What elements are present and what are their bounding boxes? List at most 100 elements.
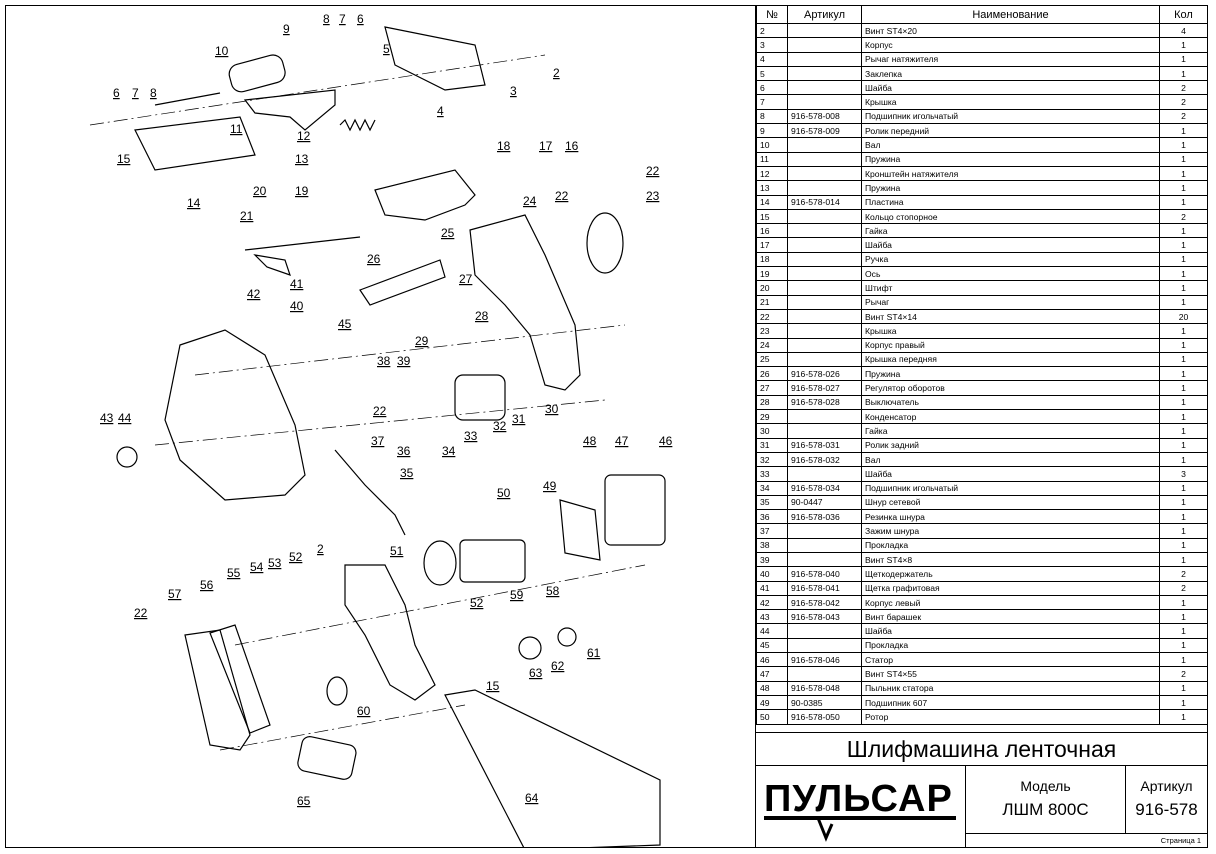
row-name: Винт ST4×8 — [861, 551, 1160, 568]
row-quantity: 1 — [1159, 380, 1208, 396]
callout-48: 48 — [583, 434, 597, 448]
callout-47: 47 — [615, 434, 629, 448]
row-number: 33 — [756, 466, 788, 482]
row-quantity: 4 — [1159, 22, 1208, 39]
row-number: 16 — [756, 223, 788, 239]
row-article — [787, 22, 862, 39]
row-article — [787, 151, 862, 167]
row-name: Ролик передний — [861, 123, 1160, 139]
article-label: Артикул — [1140, 778, 1193, 794]
part-housing-top — [384, 26, 486, 91]
row-number: 29 — [756, 409, 788, 425]
callout-24: 24 — [523, 194, 537, 208]
model-box: Модель ЛШМ 800С — [966, 766, 1126, 834]
row-article — [787, 323, 862, 339]
row-name: Крышка — [861, 323, 1160, 339]
part-bearing-62 — [518, 636, 542, 660]
row-article — [787, 337, 862, 353]
callout-22: 22 — [134, 606, 148, 620]
row-article — [787, 223, 862, 239]
callout-35: 35 — [400, 466, 414, 480]
callout-61: 61 — [587, 646, 601, 660]
part-axle — [244, 236, 361, 251]
row-quantity: 1 — [1159, 337, 1208, 353]
row-number: 9 — [756, 123, 788, 139]
row-number: 28 — [756, 394, 788, 411]
row-name: Подшипник игольчатый — [861, 480, 1160, 496]
row-name: Крышка — [861, 94, 1160, 110]
column-quantity: Кол — [1159, 5, 1208, 24]
article-value: 916-578 — [1135, 800, 1198, 819]
row-article — [787, 623, 862, 639]
parts-table-header: № Артикул Наименование Кол — [756, 5, 1208, 24]
row-name: Винт ST4×14 — [861, 308, 1160, 325]
column-number: № — [756, 5, 788, 24]
row-number: 47 — [756, 666, 788, 682]
row-article — [787, 551, 862, 568]
row-name: Конденсатор — [861, 409, 1160, 425]
row-number: 11 — [756, 151, 788, 167]
part-pulley — [326, 676, 348, 706]
callout-10: 10 — [215, 44, 229, 58]
row-article — [787, 80, 862, 96]
row-article: 916-578-014 — [787, 194, 862, 210]
part-rotor-body — [459, 539, 526, 583]
callout-21: 21 — [240, 209, 254, 223]
row-name: Корпус левый — [861, 594, 1160, 611]
row-name: Вал — [861, 137, 1160, 153]
row-article — [787, 237, 862, 253]
row-number: 31 — [756, 437, 788, 453]
row-article: 916-578-031 — [787, 437, 862, 453]
row-article: 916-578-032 — [787, 451, 862, 468]
row-quantity: 2 — [1159, 80, 1208, 96]
row-quantity: 1 — [1159, 180, 1208, 196]
row-article — [787, 637, 862, 654]
row-article: 916-578-041 — [787, 580, 862, 596]
part-dust-tube — [297, 736, 357, 780]
row-quantity: 1 — [1159, 609, 1208, 625]
callout-23: 23 — [646, 189, 660, 203]
callout-8: 8 — [323, 12, 330, 26]
callout-29: 29 — [415, 334, 429, 348]
row-number: 39 — [756, 551, 788, 568]
row-name: Штифт — [861, 280, 1160, 296]
row-quantity: 1 — [1159, 294, 1208, 310]
row-number: 26 — [756, 366, 788, 382]
row-number: 35 — [756, 494, 788, 511]
row-name: Регулятор оборотов — [861, 380, 1160, 396]
row-quantity: 1 — [1159, 151, 1208, 167]
row-name: Рычаг — [861, 294, 1160, 310]
row-number: 24 — [756, 337, 788, 353]
row-number: 8 — [756, 108, 788, 125]
row-name: Гайка — [861, 223, 1160, 239]
callout-4: 4 — [437, 104, 444, 118]
callout-55: 55 — [227, 566, 241, 580]
callout-27: 27 — [459, 272, 473, 286]
callout-64: 64 — [525, 791, 539, 805]
row-article — [787, 666, 862, 682]
row-article — [787, 208, 862, 225]
callout-30: 30 — [545, 402, 559, 416]
row-quantity: 1 — [1159, 409, 1208, 425]
part-power-cord — [334, 449, 406, 536]
row-article: 916-578-034 — [787, 480, 862, 496]
row-article: 916-578-028 — [787, 394, 862, 411]
row-article — [787, 294, 862, 310]
row-number: 22 — [756, 308, 788, 325]
